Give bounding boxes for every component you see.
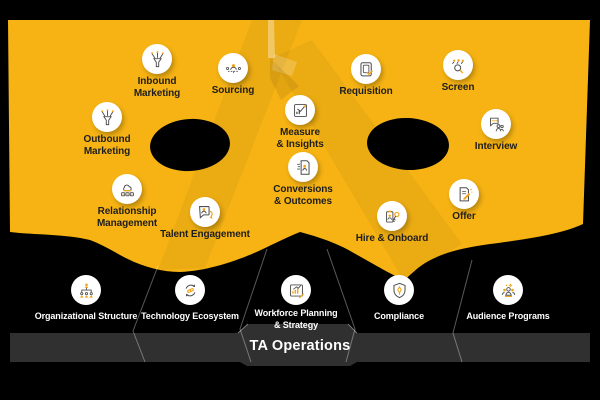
people-network-icon xyxy=(224,59,243,78)
screen-search-icon xyxy=(449,56,468,75)
node-audience-programs: Audience Programs xyxy=(438,275,578,321)
node-circle xyxy=(481,109,511,139)
shield-pen-icon xyxy=(390,281,409,300)
clipboard-key-icon xyxy=(383,207,402,226)
conversions-doc-icon xyxy=(294,158,313,177)
cloud-org-icon xyxy=(118,180,137,199)
bar-bump-edges xyxy=(237,323,358,334)
section-dividers xyxy=(132,248,473,363)
section-divider xyxy=(326,248,356,363)
node-circle xyxy=(281,275,311,305)
node-organizational-structure: Organizational Structure xyxy=(16,275,156,321)
node-screen: Screen xyxy=(388,50,528,93)
node-circle xyxy=(493,275,523,305)
node-workforce-planning-strategy: Workforce Planning& Strategy xyxy=(226,275,366,330)
node-requisition: Requisition xyxy=(296,54,436,97)
node-circle xyxy=(288,152,318,182)
node-interview: Interview xyxy=(426,109,566,152)
node-talent-engagement: Talent Engagement xyxy=(135,197,275,240)
node-label: Audience Programs xyxy=(466,311,550,321)
node-label: Talent Engagement xyxy=(160,229,250,240)
node-label: Technology Ecosystem xyxy=(141,311,239,321)
node-sourcing: Sourcing xyxy=(163,53,303,96)
funnel-sparks-icon xyxy=(98,108,117,127)
node-label: Interview xyxy=(474,141,518,152)
funnel-sparks-icon xyxy=(148,50,167,69)
node-hire-onboard: Hire & Onboard xyxy=(322,201,462,244)
node-label: Measure& Insights xyxy=(276,127,324,150)
ta-operations-bar-shape xyxy=(10,324,590,366)
right-eye-hole xyxy=(367,117,449,171)
workforce-chart-icon xyxy=(287,281,306,300)
section-divider xyxy=(239,248,268,363)
node-label: Offer xyxy=(452,211,476,222)
node-label: Workforce Planning& Strategy xyxy=(254,308,338,330)
audience-group-icon xyxy=(499,281,518,300)
doc-check-icon xyxy=(357,60,376,79)
node-circle xyxy=(112,174,142,204)
chat-person-icon xyxy=(196,203,215,222)
node-circle xyxy=(175,275,205,305)
node-circle xyxy=(351,54,381,84)
node-circle xyxy=(92,102,122,132)
org-chart-icon xyxy=(77,281,96,300)
node-circle xyxy=(190,197,220,227)
offer-doc-icon xyxy=(455,185,474,204)
node-label: Screen xyxy=(441,82,475,93)
node-circle xyxy=(384,275,414,305)
node-label: Sourcing xyxy=(211,85,255,96)
node-compliance: Compliance xyxy=(329,275,469,321)
node-technology-ecosystem: Technology Ecosystem xyxy=(120,275,260,321)
node-offer: Offer xyxy=(394,179,534,222)
node-label: Conversions& Outcomes xyxy=(273,184,333,207)
node-circle xyxy=(142,44,172,74)
left-eye-hole xyxy=(150,118,230,172)
node-label: Organizational Structure xyxy=(34,311,138,321)
node-circle xyxy=(377,201,407,231)
chart-insights-icon xyxy=(291,101,310,120)
node-measure-insights: Measure& Insights xyxy=(230,95,370,150)
node-circle xyxy=(285,95,315,125)
node-conversions-outcomes: Conversions& Outcomes xyxy=(233,152,373,207)
node-label: Hire & Onboard xyxy=(355,233,429,244)
node-circle xyxy=(449,179,479,209)
node-circle xyxy=(218,53,248,83)
section-divider xyxy=(452,259,473,363)
node-circle xyxy=(71,275,101,305)
node-label: Requisition xyxy=(339,86,393,97)
node-label: Compliance xyxy=(373,311,424,321)
interview-chat-icon xyxy=(487,115,506,134)
mask-shape xyxy=(8,20,590,280)
ta-operations-label: TA Operations xyxy=(249,338,351,354)
ribbon-highlight-strip xyxy=(268,20,275,58)
section-divider xyxy=(132,265,159,363)
tech-cycle-icon xyxy=(181,281,200,300)
node-circle xyxy=(443,50,473,80)
